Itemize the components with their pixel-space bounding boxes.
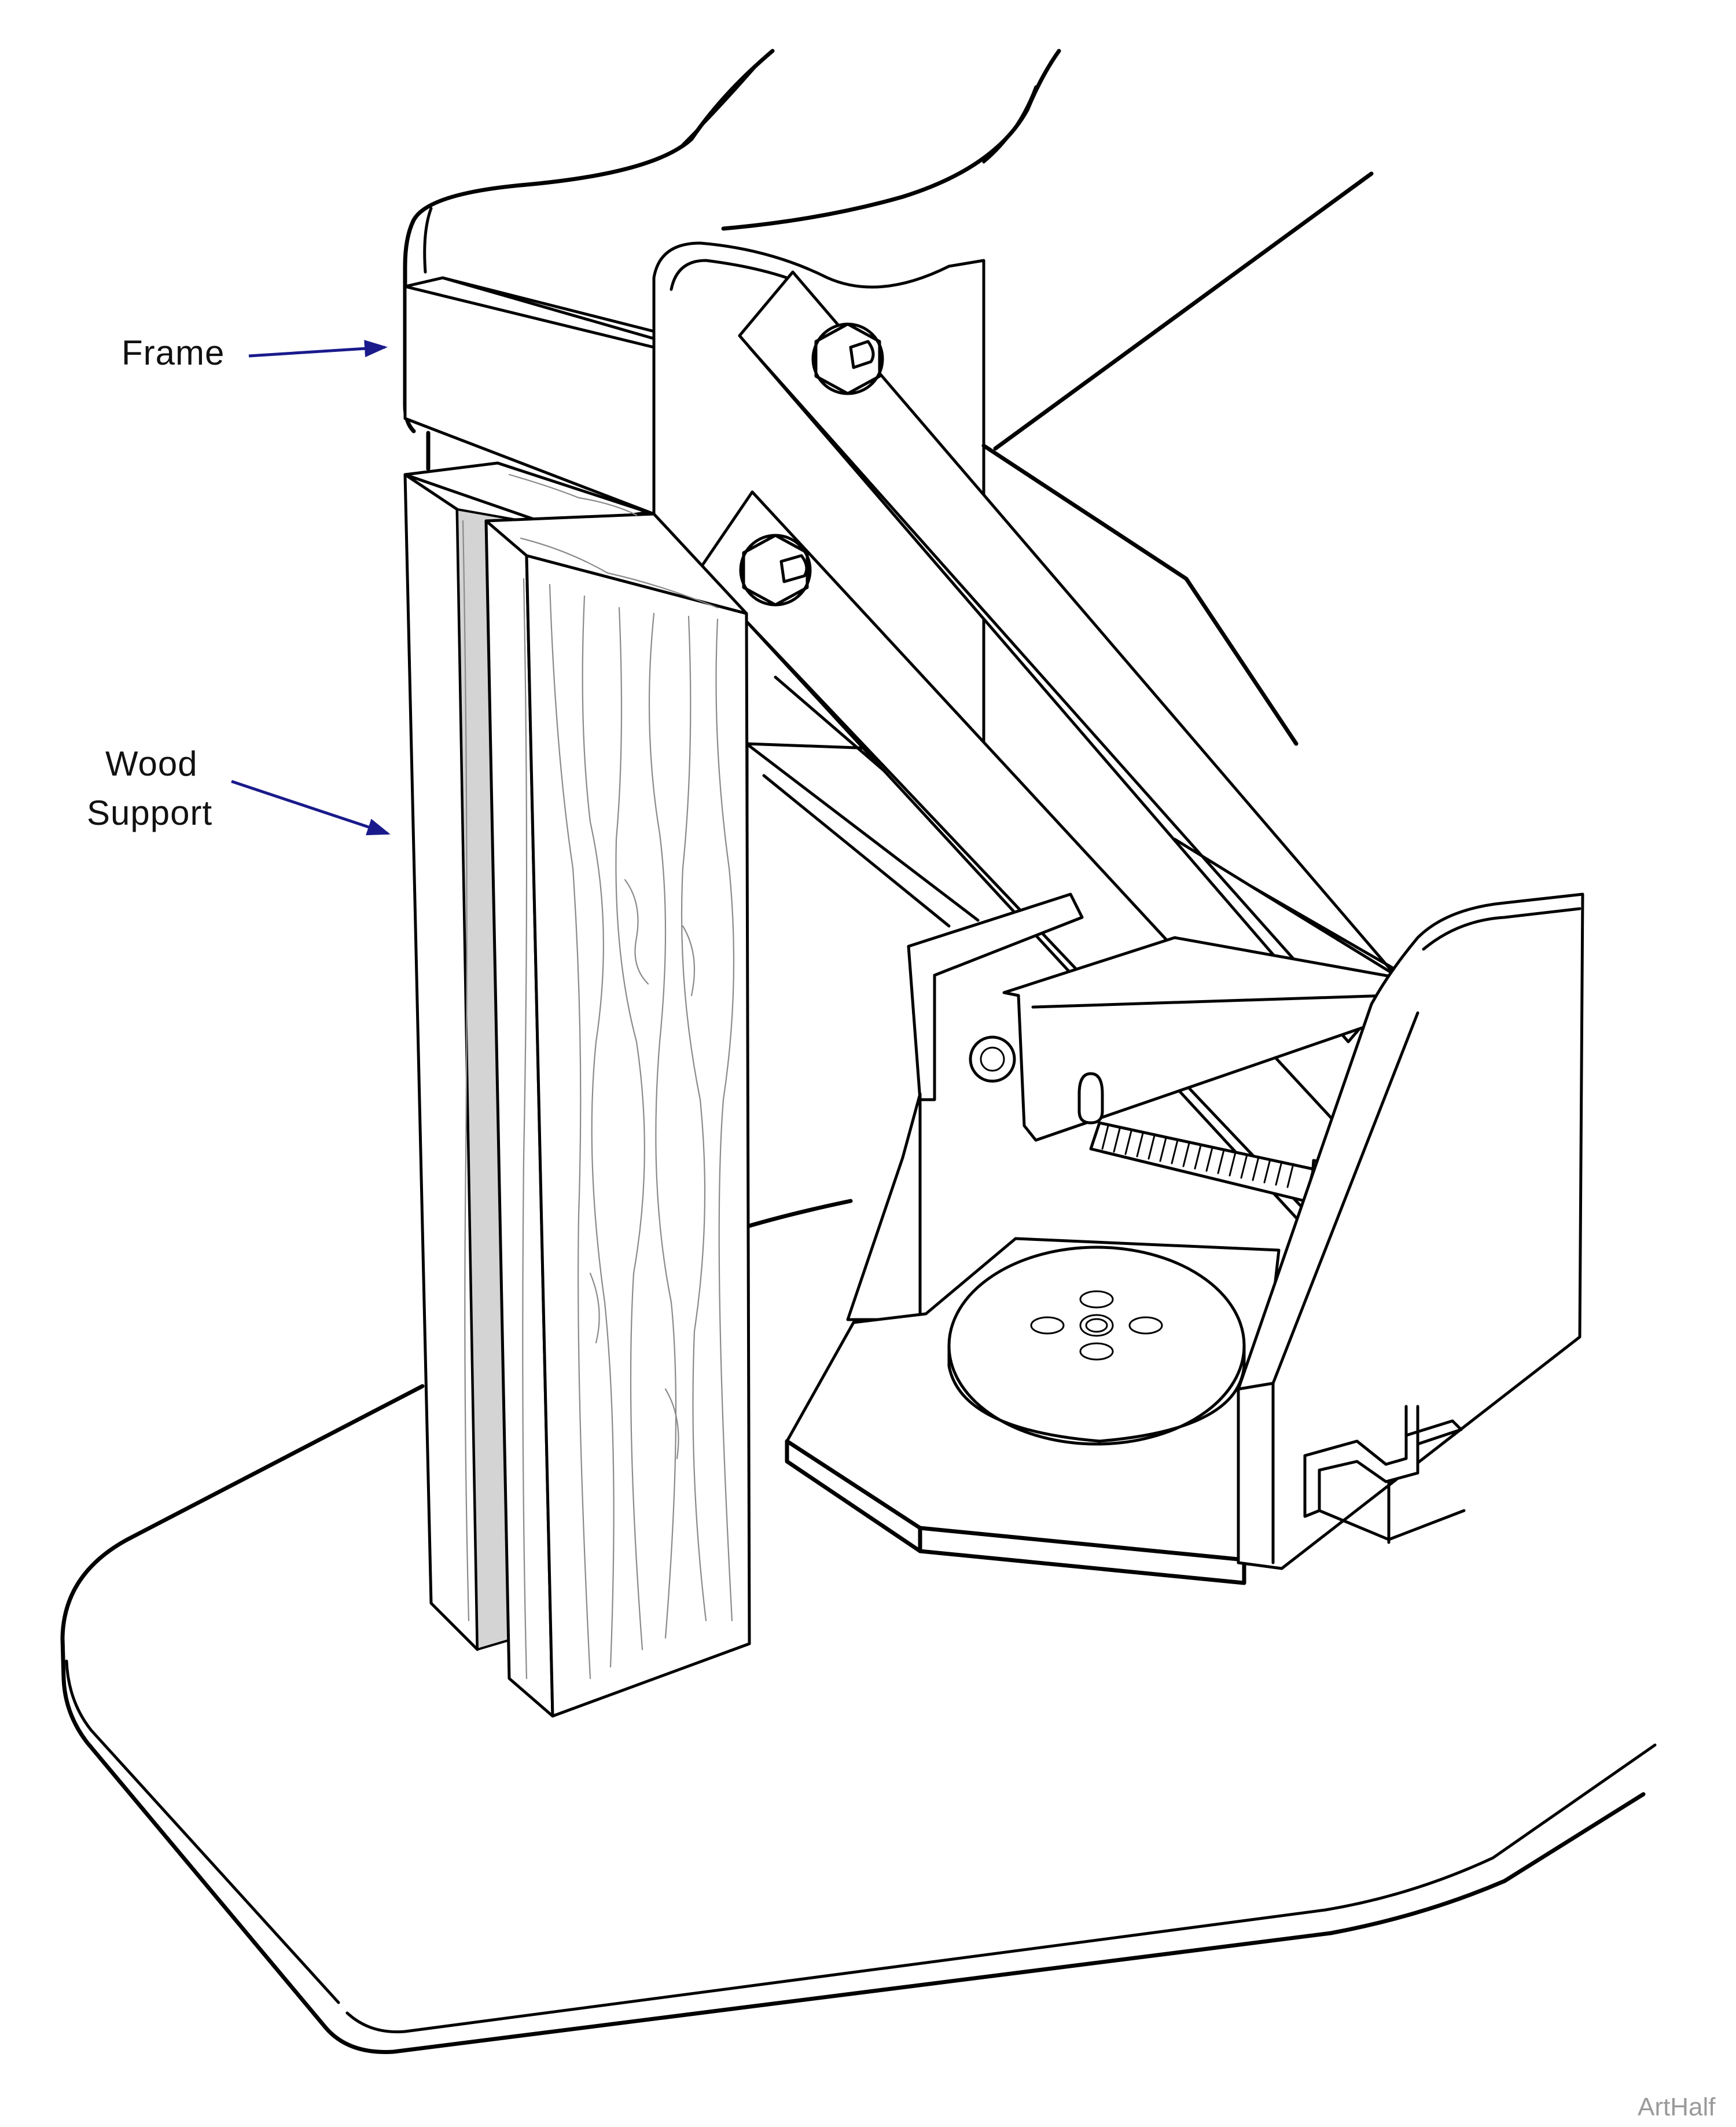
housing-edges xyxy=(745,171,1374,928)
frame-label: Frame xyxy=(122,333,225,372)
wood-support-label-line2: Support xyxy=(87,794,212,832)
right-side-plate xyxy=(1237,892,1584,1570)
base-plate xyxy=(60,1384,1657,2054)
turntable xyxy=(947,1246,1246,1446)
slide-bracket xyxy=(907,837,1402,1142)
adjust-nut xyxy=(969,1035,1016,1083)
frame-callout: Frame xyxy=(122,333,388,372)
wood-support xyxy=(403,461,751,1718)
mechanism-plate xyxy=(785,1092,1281,1585)
wood-support-label-line1: Wood xyxy=(105,744,198,783)
wood-support-callout: Wood Support xyxy=(87,744,391,836)
frame-arrow xyxy=(248,340,388,358)
artist-credit: ArtHalf xyxy=(1638,2093,1716,2121)
latch-bracket xyxy=(1303,1405,1466,1544)
wood-support-arrow xyxy=(231,780,391,836)
